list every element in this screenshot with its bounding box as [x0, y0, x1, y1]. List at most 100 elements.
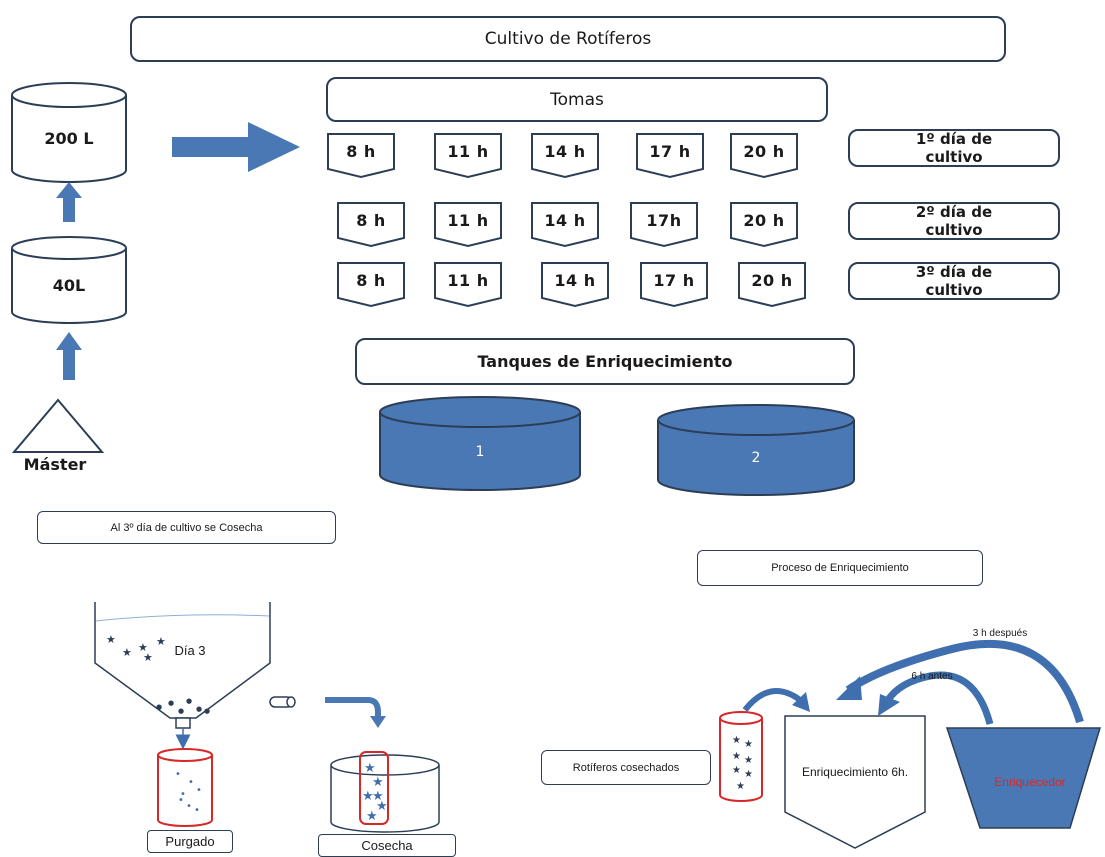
master-label: Máster — [23, 454, 87, 474]
time-tag: 8 h — [337, 262, 405, 308]
time-tag: 8 h — [337, 202, 405, 248]
time-tag-label: 20 h — [751, 270, 793, 290]
day-label: 1º día de cultivo — [915, 130, 993, 166]
page-title: Cultivo de Rotíferos — [484, 29, 652, 49]
time-tag-label: 14 h — [544, 141, 586, 161]
star-icon: ★ — [362, 789, 374, 804]
time-tag-shape — [434, 262, 502, 308]
time-tag-shape — [434, 202, 502, 248]
dot-icon: • — [186, 801, 192, 812]
enrichment-tank-2 — [657, 404, 855, 496]
dot-icon: • — [194, 805, 200, 816]
time-tag-label: 11 h — [447, 210, 489, 230]
dot-icon: ● — [168, 699, 175, 707]
star-icon: ★ — [744, 755, 753, 766]
time-tag-shape — [738, 262, 806, 308]
curved-arrow-6h-icon — [885, 671, 994, 725]
dot-icon: ● — [204, 707, 211, 715]
star-icon: ★ — [143, 651, 153, 664]
time-tag-shape — [327, 133, 395, 179]
enriquecimiento-label: Enriquecimiento 6h. — [801, 765, 909, 779]
time-tag-shape — [337, 202, 405, 248]
time-tag-shape — [640, 262, 708, 308]
dot-icon: • — [196, 785, 202, 796]
time-tag: 8 h — [327, 133, 395, 179]
time-tag-label: 17 h — [649, 141, 691, 161]
time-tag: 14 h — [531, 202, 599, 248]
enrichment-vessel — [784, 715, 926, 849]
star-icon: ★ — [138, 641, 148, 654]
rotifer-tube — [719, 711, 763, 802]
time-tag-label: 20 h — [743, 141, 785, 161]
arrow-head-icon — [370, 716, 386, 728]
star-icon: ★ — [732, 765, 741, 776]
time-tag-label: 11 h — [447, 141, 489, 161]
enrichment-tank-1 — [379, 396, 581, 491]
arrow-head-icon — [878, 694, 900, 716]
time-tag: 20 h — [738, 262, 806, 308]
time-tag-label: 11 h — [447, 270, 489, 290]
star-icon: ★ — [744, 739, 753, 750]
day-label: 2º día de cultivo — [915, 203, 993, 239]
dot-icon: • — [175, 769, 181, 780]
star-icon: ★ — [376, 799, 388, 814]
time-tag: 14 h — [531, 133, 599, 179]
dot-icon: ● — [178, 707, 185, 715]
tank-2-label: 2 — [751, 450, 761, 466]
time-tag-label: 8 h — [356, 210, 386, 230]
before-label: 6 h antes — [911, 670, 953, 682]
time-tag-label: 17h — [646, 210, 682, 230]
title-box: Cultivo de Rotíferos — [130, 16, 1006, 62]
curved-arrow-3h-icon — [845, 639, 1084, 724]
tank-200l-label: 200 L — [44, 128, 94, 148]
star-icon: ★ — [122, 646, 132, 659]
time-tag-shape — [630, 202, 698, 248]
time-tag: 11 h — [434, 262, 502, 308]
tomas-box: Tomas — [326, 77, 828, 122]
star-icon: ★ — [106, 633, 116, 646]
dot-icon: • — [180, 789, 186, 800]
star-icon: ★ — [744, 769, 753, 780]
dia-label: Día 3 — [174, 642, 206, 658]
arrow-right-icon — [172, 122, 300, 172]
enrichment-title-box: Tanques de Enriquecimiento — [355, 338, 855, 385]
curved-arrow-icon — [325, 697, 381, 718]
star-icon: ★ — [372, 789, 384, 804]
arrow-head-icon — [792, 692, 810, 712]
day-label-box: 3º día de cultivo — [848, 262, 1060, 300]
time-tag: 11 h — [434, 133, 502, 179]
dot-icon: ● — [156, 703, 163, 711]
time-tag: 14 h — [541, 262, 609, 308]
time-tag: 20 h — [730, 133, 798, 179]
purgado-label: Purgado — [165, 834, 215, 849]
time-tag: 11 h — [434, 202, 502, 248]
time-tag-shape — [730, 133, 798, 179]
star-icon: ★ — [156, 635, 166, 648]
arrow-up-icon — [56, 182, 82, 222]
harvest-cylinder — [330, 751, 440, 833]
curved-arrow-icon — [742, 688, 802, 712]
purgado-box: Purgado — [147, 830, 233, 853]
tank-40l — [11, 236, 127, 324]
tank-1-label: 1 — [475, 444, 485, 460]
rotiferos-label: Rotíferos cosechados — [572, 761, 680, 774]
time-tag-shape — [730, 202, 798, 248]
time-tag-shape — [636, 133, 704, 179]
time-tag-label: 8 h — [346, 141, 376, 161]
tomas-title: Tomas — [550, 89, 604, 110]
time-tag-shape — [541, 262, 609, 308]
enriquecedor-vessel — [945, 727, 1102, 829]
star-icon: ★ — [736, 781, 745, 792]
arrow-head-icon — [836, 676, 862, 700]
time-tag-label: 17 h — [653, 270, 695, 290]
star-icon: ★ — [366, 809, 378, 824]
arrow-up-icon — [56, 332, 82, 380]
star-icon: ★ — [732, 735, 741, 746]
day-label: 3º día de cultivo — [915, 263, 993, 299]
star-icon: ★ — [364, 761, 376, 776]
dot-icon: • — [178, 795, 184, 806]
time-tag-label: 14 h — [544, 210, 586, 230]
day-label-box: 2º día de cultivo — [848, 202, 1060, 240]
tank-40l-label: 40L — [52, 275, 86, 295]
day-label-box: 1º día de cultivo — [848, 129, 1060, 167]
